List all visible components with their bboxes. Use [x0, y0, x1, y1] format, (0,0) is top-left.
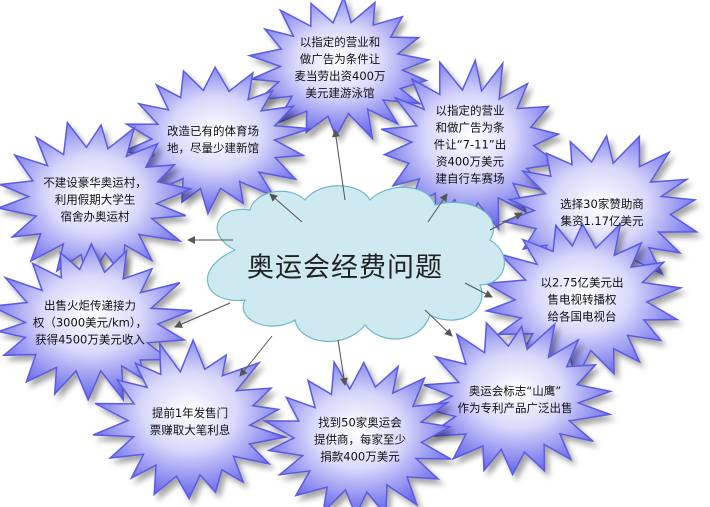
starburst-tickets: [92, 337, 289, 501]
arrow-to-tickets: [239, 335, 273, 377]
node-label-seven-eleven: 以指定的营业和做广告为条件让“7-11”出资400万美元建自行车赛场: [434, 103, 507, 188]
node-text-line: 作为专利产品广泛出售: [457, 401, 573, 415]
arrow-to-suppliers: [337, 339, 348, 386]
node-text-line: 做广告为条件让: [299, 52, 381, 66]
node-label-suppliers: 找到50家奥运会提供商，每家至少捐款400万美元: [314, 415, 406, 466]
node-text-line: 捐款400万美元: [320, 449, 400, 464]
node-text-line: 利用假期大学生: [54, 192, 136, 207]
node-text-line: 地，尽量少建新馆: [167, 141, 259, 155]
node-label-village: 不建设豪华奥运村， 利用假期大学生宿舍办奥运村: [43, 175, 147, 226]
node-text-line: 出售火炬传递接力: [43, 298, 136, 313]
arrow-to-torch: [174, 302, 231, 328]
node-text-line: 资400万美元: [436, 154, 504, 169]
node-text-line: 以2.75亿美元出: [540, 275, 624, 290]
node-text-line: 件让“7-11”出: [433, 137, 507, 152]
node-label-mascot: 奥运会标志“山鹰” 作为专利产品广泛出售: [458, 383, 573, 417]
node-label-renovate: 改造已有的体育场地，尽量少建新馆: [167, 123, 259, 157]
node-text-line: 获得4500万美元收入: [35, 332, 145, 347]
arrow-to-mcdonalds: [332, 129, 346, 201]
node-text-line: 选择30家赞助商: [560, 197, 644, 211]
node-label-tv-rights: 以2.75亿美元出售电视转播权给各国电视台: [540, 275, 623, 326]
node-text-line: 奥运会标志“山鹰”: [468, 384, 562, 398]
node-label-mcdonalds: 以指定的营业和做广告为条件让麦当劳出资400万美元建游泳馆: [295, 34, 386, 102]
node-text-line: 以指定的营业和: [299, 35, 381, 49]
starburst-torch: [0, 242, 193, 403]
node-text-line: 权（3000美元/km），: [32, 315, 148, 330]
starburst-mascot: [423, 321, 614, 477]
node-text-line: 建自行车赛场: [435, 171, 505, 186]
node-text-line: 售电视转播权: [547, 292, 617, 307]
arrow-to-sponsors: [489, 212, 523, 231]
starburst-renovate: [120, 65, 311, 216]
starburst-suppliers: [261, 359, 453, 507]
node-text-line: 不建设豪华奥运村，: [43, 175, 147, 190]
node-text-line: 找到50家奥运会: [318, 415, 402, 430]
node-text-line: 提前1年发售门: [151, 406, 229, 420]
node-label-tickets: 提前1年发售门票赚取大笔利息: [150, 405, 231, 439]
node-text-line: 集资1.17亿美元: [560, 214, 644, 228]
node-text-line: 麦当劳出资400万: [294, 69, 386, 83]
node-text-line: 以指定的营业: [435, 103, 505, 118]
node-text-line: 和做广告为条: [435, 120, 505, 135]
arrow-to-mascot: [424, 309, 453, 337]
node-text-line: 提供商，每家至少: [314, 432, 406, 447]
node-text-line: 宿舍办奥运村: [60, 209, 130, 224]
node-text-line: 票赚取大笔利息: [149, 423, 231, 437]
node-label-torch: 出售火炬传递接力权（3000美元/km）， 获得4500万美元收入: [33, 298, 147, 349]
arrow-to-seven-eleven: [427, 193, 448, 223]
node-label-sponsors: 选择30家赞助商集资1.17亿美元: [560, 196, 644, 230]
central-cloud: [206, 185, 506, 343]
node-text-line: 改造已有的体育场: [167, 124, 259, 138]
central-topic: 奥运会经费问题: [247, 252, 443, 284]
arrow-to-renovate: [269, 193, 303, 223]
node-text-line: 美元建游泳馆: [305, 86, 375, 100]
arrow-to-tv-rights: [464, 282, 493, 298]
node-text-line: 给各国电视台: [547, 309, 617, 324]
